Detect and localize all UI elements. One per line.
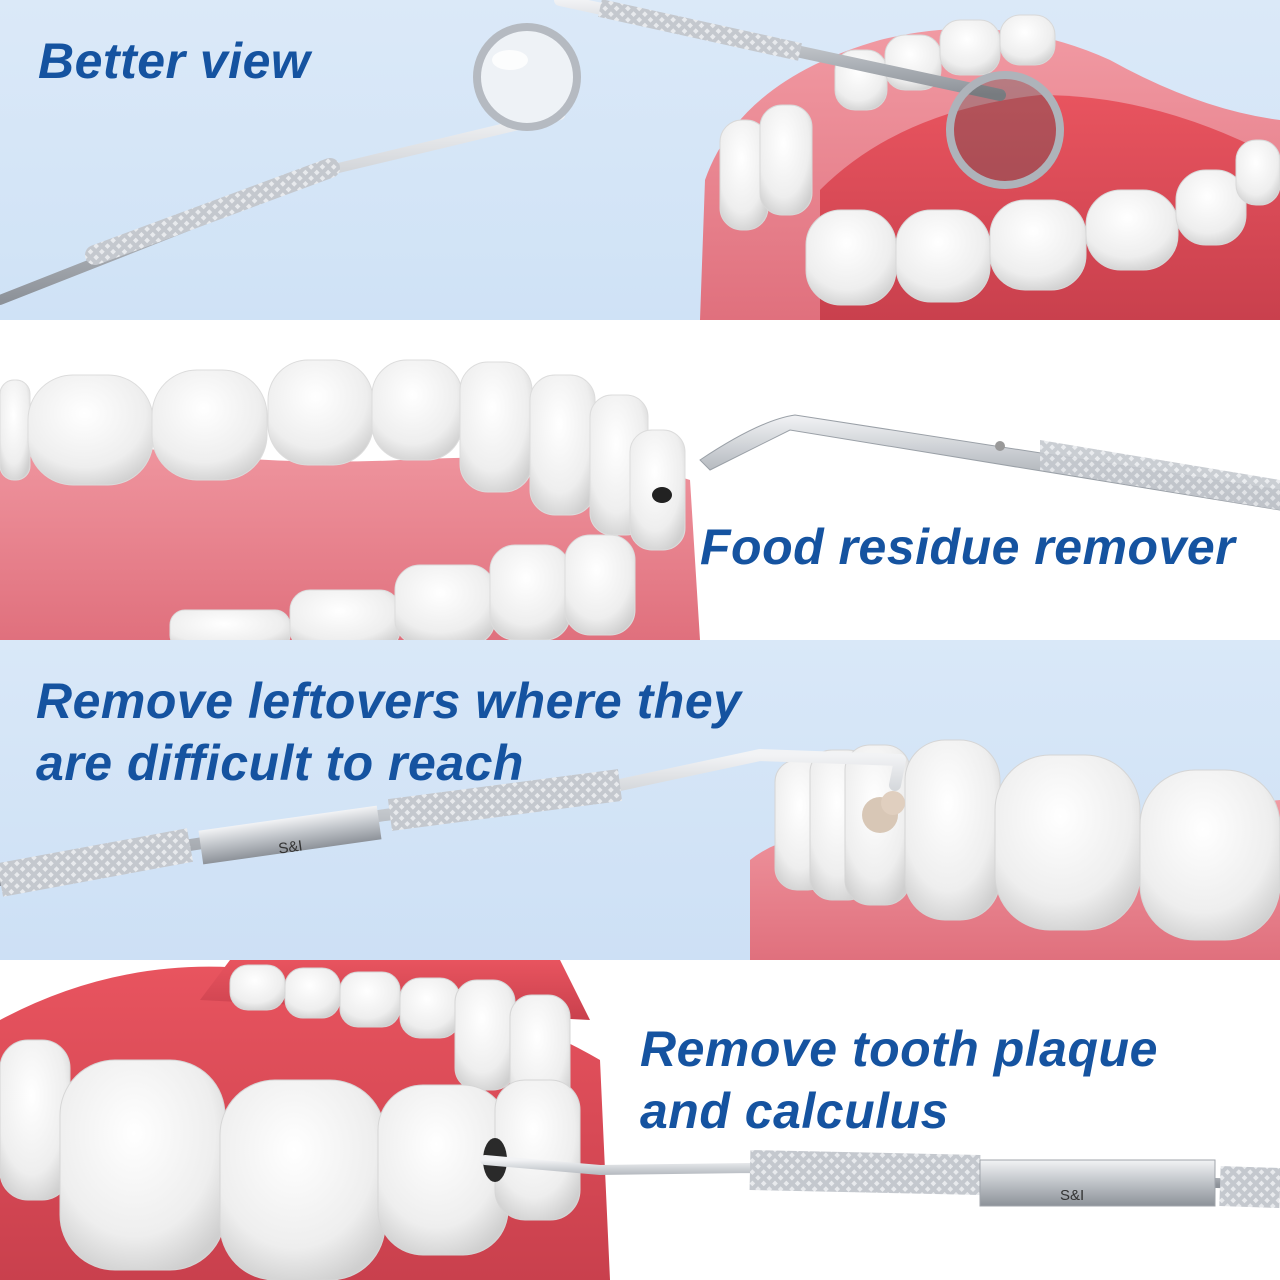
dental-mirror-graphic	[0, 0, 1064, 305]
mirror-illustration	[0, 0, 1280, 320]
explorer-illustration: S&I	[0, 739, 1280, 960]
tool-brand-label-2: S&I	[1060, 1187, 1084, 1204]
tweezers-graphic	[699, 414, 1280, 511]
caption-better-view: Better view	[38, 33, 311, 89]
scaler-illustration: S&I	[0, 960, 1280, 1280]
teeth-closeup-graphic	[750, 739, 1280, 960]
panel-better-view: Better view	[0, 0, 1280, 320]
explorer-probe-graphic: S&I	[0, 749, 906, 897]
panel-remove-leftovers: S&I Remove leftovers where they are diff…	[0, 640, 1280, 960]
caption-plaque-removal: Remove tooth plaque and calculus	[640, 1021, 1158, 1139]
caption-remove-leftovers: Remove leftovers where they are difficul…	[36, 673, 742, 791]
scaler-graphic: S&I	[480, 1150, 1280, 1208]
front-teeth-graphic	[0, 960, 610, 1280]
lower-jaw-graphic	[700, 14, 1280, 320]
tool-brand-label: S&I	[277, 837, 303, 857]
caption-food-residue: Food residue remover	[700, 519, 1236, 575]
upper-jaw-graphic	[0, 359, 700, 640]
panel-plaque-removal: S&I Remove tooth plaque and calculus	[0, 960, 1280, 1280]
panel-food-residue: Food residue remover	[0, 320, 1280, 640]
tweezers-illustration	[0, 359, 1280, 640]
